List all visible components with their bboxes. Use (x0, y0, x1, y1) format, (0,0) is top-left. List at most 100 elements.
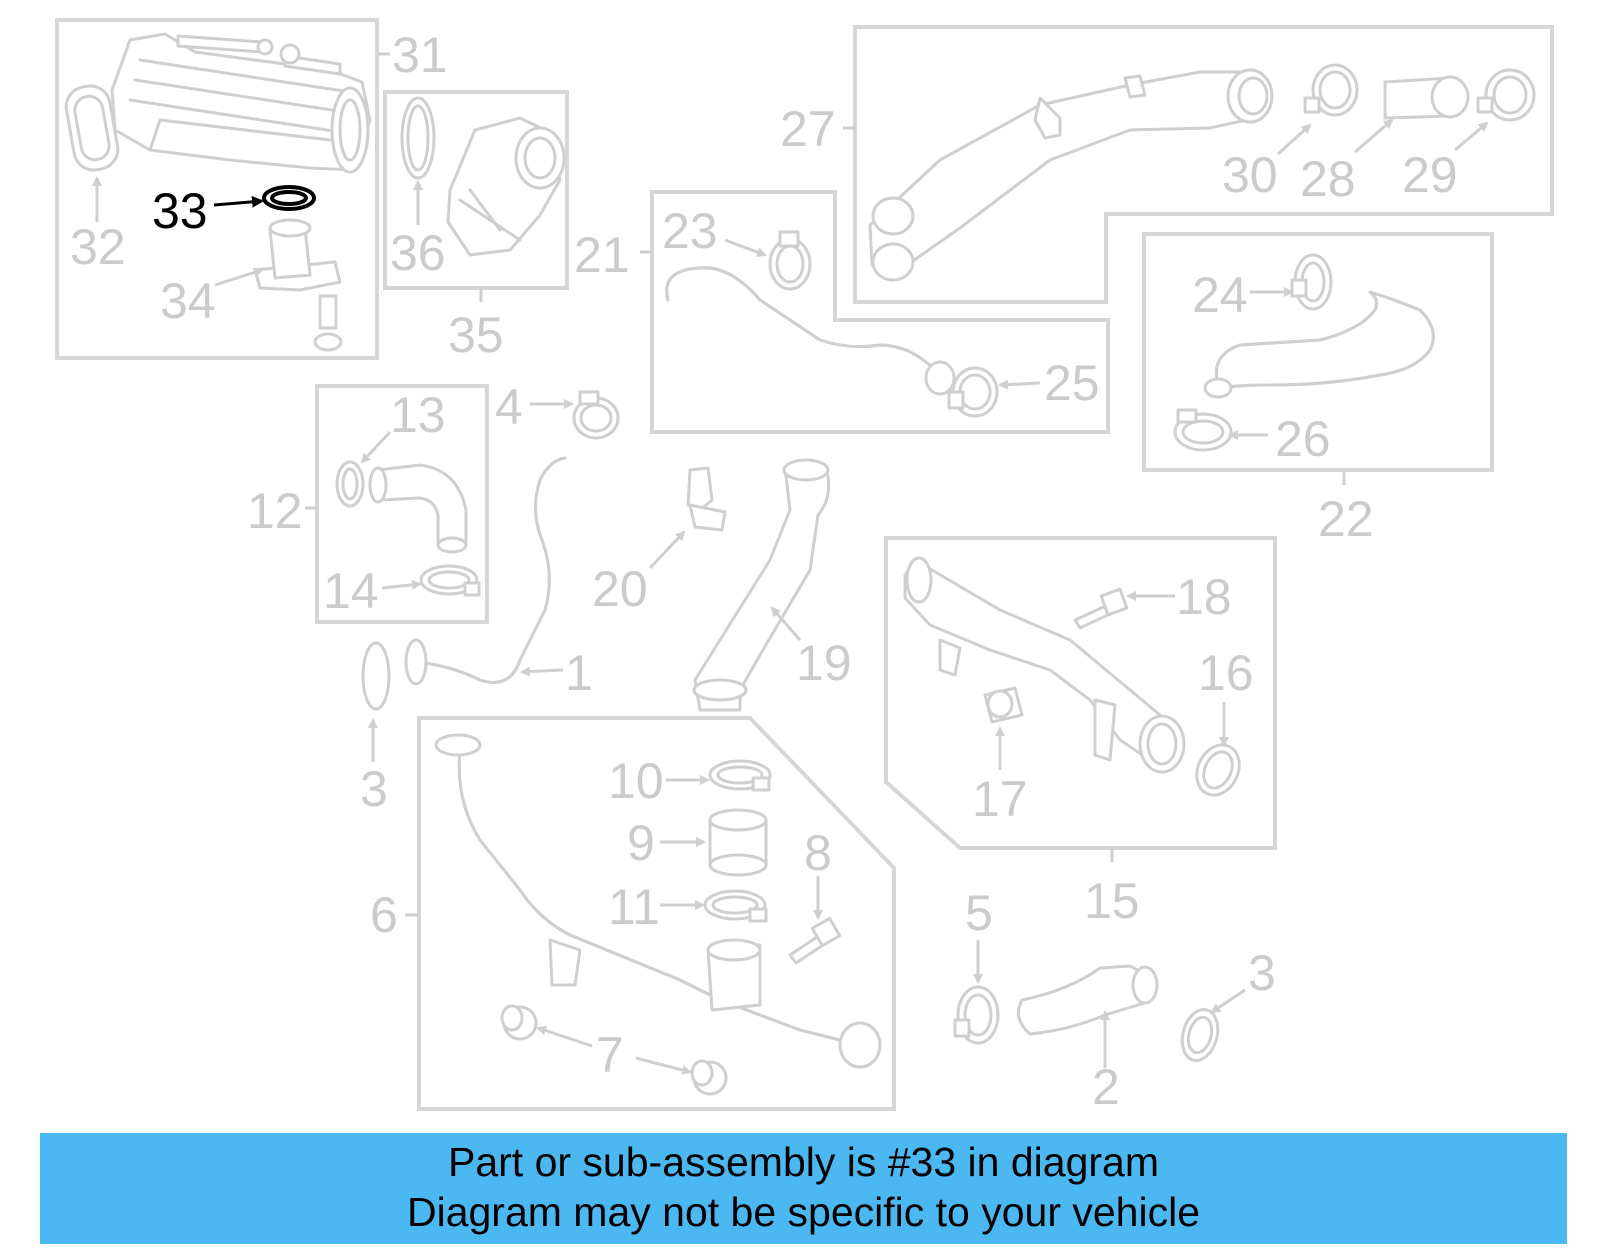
group-box-35 (383, 90, 569, 290)
clamp-23-part (768, 230, 812, 291)
sensor-20-part (686, 466, 727, 532)
clamp-11-part (703, 889, 768, 923)
callout-13-arrow (360, 430, 392, 464)
callout-7: 7 (596, 1027, 624, 1083)
callout-29-arrow (1454, 121, 1489, 152)
callout-35: 35 (448, 307, 504, 363)
callout-19-arrow (770, 606, 802, 641)
callout-29: 29 (1402, 147, 1458, 203)
callout-5: 5 (965, 885, 993, 941)
info-banner: Part or sub-assembly is #33 in diagram D… (40, 1133, 1567, 1244)
callout-6: 6 (370, 887, 398, 943)
callout-30-arrow (1276, 123, 1312, 156)
callout-34: 34 (160, 273, 216, 329)
callout-30: 30 (1222, 147, 1278, 203)
callout-23: 23 (662, 203, 718, 259)
bushing-7b-part (690, 1059, 728, 1096)
bolt-8-part (788, 916, 842, 965)
pipe-15-part (903, 556, 1186, 774)
throttle-body-part (400, 96, 566, 257)
callout-20: 20 (592, 561, 648, 617)
o-ring-33-inner (270, 190, 308, 206)
sleeve-9-part (708, 808, 768, 877)
clamp-4-part (572, 390, 620, 440)
clamp-26-part (1173, 408, 1233, 452)
callout-19: 19 (796, 635, 852, 691)
callout-2: 2 (1092, 1059, 1120, 1115)
callout-14: 14 (323, 563, 379, 619)
callout-18: 18 (1176, 569, 1232, 625)
callout-11: 11 (608, 879, 660, 935)
pipe-6-part (434, 733, 882, 1069)
clamp-24-part (1290, 253, 1333, 311)
callout-16: 16 (1198, 645, 1254, 701)
bushing-17-part (983, 686, 1024, 724)
callout-1-arrow (520, 666, 564, 677)
callout-28-arrow (1354, 118, 1394, 154)
callout-3b: 3 (1248, 945, 1276, 1001)
callout-1: 1 (565, 645, 593, 701)
callout-21: 21 (574, 227, 630, 283)
group-box-27 (853, 25, 1554, 304)
group-box-6 (417, 716, 896, 1111)
callout-36: 36 (390, 225, 446, 281)
callout-3b-arrow (1210, 988, 1246, 1014)
o-ring-13-part (335, 460, 365, 508)
flange-34-part (253, 218, 343, 352)
clamp-29-part (1476, 68, 1536, 122)
o-ring-16-part (1195, 743, 1241, 797)
group-box-21 (650, 190, 1110, 434)
callout-3a: 3 (360, 761, 388, 817)
clamp-5-part (953, 985, 1000, 1045)
callout-25-arrow (998, 379, 1041, 390)
intake-manifold-part (110, 32, 372, 174)
clamp-30-part (1303, 63, 1359, 117)
group-box-22 (1142, 232, 1494, 472)
callout-28: 28 (1300, 151, 1356, 207)
callout-13: 13 (390, 387, 446, 443)
callout-31: 31 (392, 27, 448, 83)
callout-20-arrow (648, 530, 686, 570)
callout-34-arrow (214, 267, 264, 287)
clamp-25-part (947, 366, 999, 418)
clamp-14-part (419, 564, 481, 597)
group-box-12 (315, 384, 489, 624)
o-ring-33-part (262, 185, 316, 211)
callout-33: 33 (152, 183, 208, 239)
callout-7b-arrow (635, 1056, 692, 1075)
callout-33-arrow (213, 195, 264, 208)
elbow-hose-12-part (368, 463, 468, 554)
group-box-15 (884, 536, 1277, 850)
sleeve-28-part (1383, 75, 1470, 120)
charge-pipe-27-part (868, 68, 1274, 282)
callout-8: 8 (804, 825, 832, 881)
callout-27: 27 (780, 101, 836, 157)
callout-7a-arrow (536, 1025, 593, 1048)
hose-1-part (404, 456, 567, 686)
callout-32: 32 (70, 219, 126, 275)
group-box-31 (55, 18, 379, 360)
banner-line-1: Part or sub-assembly is #33 in diagram (448, 1139, 1159, 1185)
callout-10: 10 (608, 753, 664, 809)
pipe-19-part (692, 458, 831, 712)
clamp-10-part (708, 759, 772, 792)
hose-2-part (1016, 964, 1159, 1036)
callout-14-arrow (381, 579, 422, 590)
callout-25: 25 (1044, 355, 1100, 411)
hose-22-part (1203, 290, 1435, 399)
callout-4: 4 (495, 379, 523, 435)
callout-15: 15 (1084, 873, 1140, 929)
callout-17: 17 (972, 771, 1028, 827)
callout-24: 24 (1192, 267, 1248, 323)
callout-9: 9 (627, 815, 655, 871)
o-ring-3-part (361, 641, 391, 711)
callout-22: 22 (1318, 491, 1374, 547)
bolt-18-part (1073, 587, 1129, 630)
banner-line-2: Diagram may not be specific to your vehi… (406, 1189, 1200, 1235)
callout-26: 26 (1275, 411, 1331, 467)
gasket-32-part (64, 84, 120, 172)
callout-12: 12 (247, 483, 303, 539)
callout-23-arrow (724, 238, 767, 257)
o-ring-3b-part (1180, 1008, 1220, 1062)
